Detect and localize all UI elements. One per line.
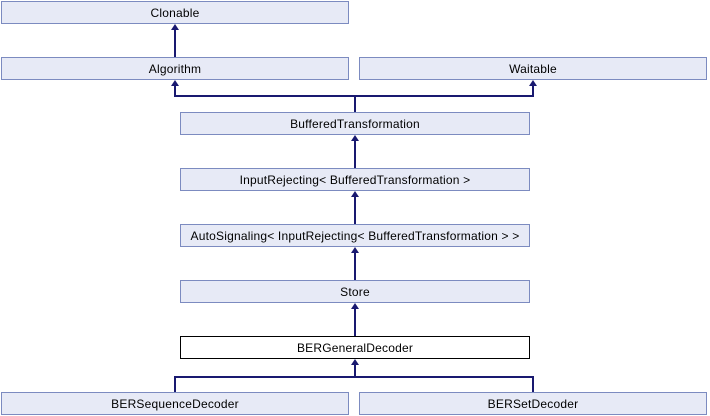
edge-bergeneraldecoder-store-line: [354, 309, 356, 336]
edge-store-autosignaling-line: [354, 253, 356, 280]
edge-bufferedtransformation-waitable-arrowhead: [529, 80, 537, 86]
class-node-algorithm[interactable]: Algorithm: [1, 57, 349, 80]
edge-inputrejecting-bufferedtransformation-line: [354, 141, 356, 168]
class-node-autosignaling[interactable]: AutoSignaling< InputRejecting< BufferedT…: [180, 224, 530, 247]
class-node-clonable[interactable]: Clonable: [1, 1, 349, 24]
class-node-bersetdecoder[interactable]: BERSetDecoder: [359, 392, 707, 415]
edge-store-autosignaling-arrowhead: [351, 247, 359, 253]
edge-bufferedtransformation-algorithm-line: [174, 86, 176, 97]
edge-children-bergeneraldecoder-stem-line: [354, 365, 356, 376]
class-node-store[interactable]: Store: [180, 280, 530, 303]
edge-inputrejecting-bufferedtransformation-arrowhead: [351, 135, 359, 141]
edge-algorithm-clonable-arrowhead: [171, 24, 179, 30]
class-node-bufferedtransformation[interactable]: BufferedTransformation: [180, 112, 530, 135]
edge-autosignaling-inputrejecting-arrowhead: [351, 191, 359, 197]
edge-bergeneraldecoder-store-arrowhead: [351, 303, 359, 309]
edge-bufferedtransformation-waitable-line: [532, 86, 534, 97]
edge-bufferedtransformation-algorithm-arrowhead: [171, 80, 179, 86]
class-node-bergeneraldecoder-current: BERGeneralDecoder: [180, 336, 530, 359]
edge-bersetdecoder-bergeneraldecoder-line: [532, 378, 534, 392]
edge-bersequencedecoder-bergeneraldecoder-line: [174, 378, 176, 392]
class-node-waitable[interactable]: Waitable: [359, 57, 707, 80]
edge-autosignaling-inputrejecting-line: [354, 197, 356, 224]
edge-children-bergeneraldecoder-arrowhead: [351, 359, 359, 365]
class-node-bersequencedecoder[interactable]: BERSequenceDecoder: [1, 392, 349, 415]
edge-algorithm-clonable-line: [174, 30, 176, 57]
edge-bufferedtransformation-stem-line: [354, 95, 356, 112]
edge-children-bergeneraldecoder-connector: [174, 376, 534, 378]
class-node-inputrejecting[interactable]: InputRejecting< BufferedTransformation >: [180, 168, 530, 191]
